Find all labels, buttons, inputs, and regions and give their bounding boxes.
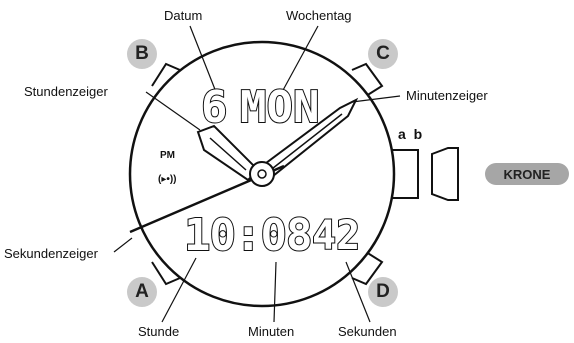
lcd-weekday: MON [239, 82, 320, 133]
button-c[interactable]: C [368, 39, 398, 69]
button-d[interactable]: D [368, 277, 398, 307]
button-b[interactable]: B [127, 39, 157, 69]
label-sekundenzeiger: Sekundenzeiger [4, 246, 98, 261]
crown-positions-label: a b [398, 126, 425, 142]
label-wochentag: Wochentag [286, 8, 352, 23]
pusher-c [351, 62, 384, 97]
crown-outline [390, 147, 459, 201]
pusher-d [351, 251, 384, 286]
label-minuten: Minuten [248, 324, 295, 339]
label-minutenzeiger: Minutenzeiger [406, 88, 488, 103]
sound-indicator-icon: (▸•)) [158, 174, 177, 185]
lcd-time-hm: 10:08 [183, 210, 313, 261]
label-sekunden: Sekunden [338, 324, 397, 339]
center-pivot [249, 161, 275, 187]
leader-lines [113, 25, 401, 323]
label-datum: Datum [164, 8, 203, 23]
button-a[interactable]: A [127, 277, 157, 307]
label-stunde: Stunde [138, 324, 180, 339]
crown-button[interactable]: KRONE [485, 163, 569, 185]
pm-indicator: PM [160, 150, 175, 161]
lcd-time-seconds: 42 [311, 213, 361, 259]
label-stundenzeiger: Stundenzeiger [24, 84, 108, 99]
lcd-date: 6 [200, 82, 228, 133]
